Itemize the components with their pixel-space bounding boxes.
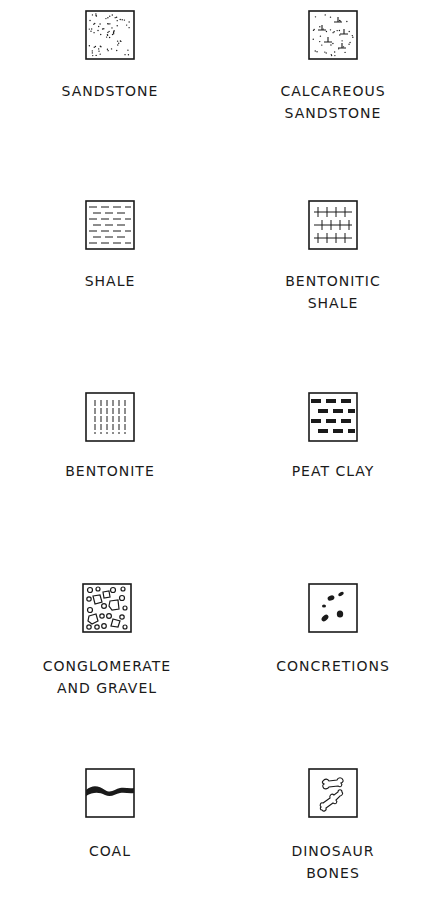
concretions-symbol bbox=[308, 583, 358, 633]
peat-clay-symbol bbox=[308, 392, 358, 442]
legend-label: BENTONITE bbox=[45, 460, 175, 482]
legend-label: SANDSTONE bbox=[45, 80, 175, 102]
legend-label: PEAT CLAY bbox=[268, 460, 398, 482]
calcareous-sandstone-symbol bbox=[308, 10, 358, 60]
legend-item: PEAT CLAY bbox=[268, 460, 398, 482]
legend-item: CONCRETIONS bbox=[258, 655, 408, 677]
legend-label: COAL bbox=[45, 840, 175, 862]
legend-item: COAL bbox=[45, 840, 175, 862]
bentonitic-shale-symbol bbox=[308, 200, 358, 250]
legend-label: CONCRETIONS bbox=[258, 655, 408, 677]
conglomerate-symbol bbox=[82, 583, 132, 633]
legend-item: CALCAREOUS SANDSTONE bbox=[268, 80, 398, 124]
coal-symbol bbox=[85, 768, 135, 818]
legend-item: BENTONITIC SHALE bbox=[268, 270, 398, 314]
legend-item: DINOSAUR BONES bbox=[268, 840, 398, 884]
legend-label: CALCAREOUS SANDSTONE bbox=[268, 80, 398, 124]
legend-item: BENTONITE bbox=[45, 460, 175, 482]
bentonite-symbol bbox=[85, 392, 135, 442]
legend-label: CONGLOMERATE AND GRAVEL bbox=[27, 655, 187, 699]
legend-item: SANDSTONE bbox=[45, 80, 175, 102]
dinosaur-bones-symbol bbox=[308, 768, 358, 818]
legend-label: SHALE bbox=[45, 270, 175, 292]
legend-item: CONGLOMERATE AND GRAVEL bbox=[27, 655, 187, 699]
sandstone-symbol bbox=[85, 10, 135, 60]
legend-item: SHALE bbox=[45, 270, 175, 292]
legend-label: DINOSAUR BONES bbox=[268, 840, 398, 884]
shale-symbol bbox=[85, 200, 135, 250]
legend-label: BENTONITIC SHALE bbox=[268, 270, 398, 314]
